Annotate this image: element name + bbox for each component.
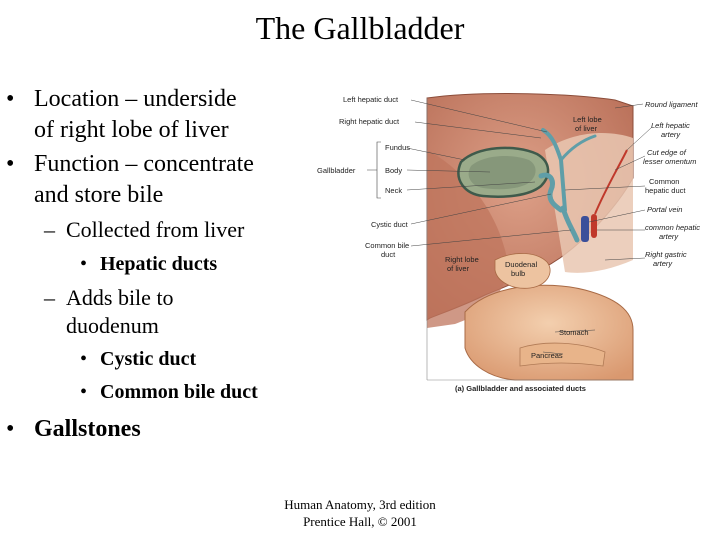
label-common-hepatic-artery-2: artery bbox=[659, 232, 679, 241]
slide-footer: Human Anatomy, 3rd edition Prentice Hall… bbox=[255, 496, 465, 530]
common-bile-duct-shape bbox=[560, 205, 580, 243]
label-fundus: Fundus bbox=[385, 143, 410, 152]
gallbladder-anatomy-figure: Left hepatic duct Right hepatic duct Fun… bbox=[315, 90, 720, 400]
leader-stomach bbox=[554, 329, 596, 333]
bullet-function: • Function – concentrate and store bile bbox=[6, 151, 254, 208]
label-body: Body bbox=[385, 166, 402, 175]
leader-left-hepatic-artery bbox=[626, 127, 652, 151]
leader-cystic bbox=[410, 193, 552, 225]
label-right-gastric-2: artery bbox=[653, 259, 673, 268]
pancreas-shape bbox=[519, 342, 606, 367]
label-common-bile-duct-1: Common bile bbox=[365, 241, 409, 250]
leader-right-gastric bbox=[604, 257, 646, 261]
label-common-hepatic-duct-2: hepatic duct bbox=[645, 186, 686, 195]
duodenal-bulb-shape bbox=[494, 253, 551, 289]
gallbladder-inner-shape bbox=[468, 156, 536, 190]
bullet-dot: • bbox=[6, 151, 15, 177]
label-cystic-duct: Cystic duct bbox=[371, 220, 409, 229]
figure-caption: (a) Gallbladder and associated ducts bbox=[455, 384, 586, 393]
sub-sub-bullet-cystic-duct: • Cystic duct bbox=[80, 345, 196, 373]
label-neck: Neck bbox=[385, 186, 402, 195]
stomach-shape bbox=[464, 284, 634, 381]
label-common-hepatic-artery-1: common hepatic bbox=[645, 223, 700, 232]
label-gallbladder: Gallbladder bbox=[317, 166, 356, 175]
bullet-location: • Location – underside of right lobe of … bbox=[6, 86, 237, 143]
leader-body bbox=[406, 169, 491, 173]
bullet-dash: – bbox=[44, 285, 55, 310]
footer-line-2: Prentice Hall, © 2001 bbox=[303, 514, 417, 529]
label-left-hepatic-artery-2: artery bbox=[661, 130, 681, 139]
left-hepatic-artery-shape bbox=[594, 149, 628, 215]
leader-neck bbox=[406, 181, 536, 191]
leader-round-ligament bbox=[614, 103, 644, 109]
hepatic-artery-shape bbox=[591, 214, 597, 238]
label-right-gastric-1: Right gastric bbox=[645, 250, 687, 259]
label-portal-vein: Portal vein bbox=[647, 205, 682, 214]
label-cut-edge-1: Cut edge of bbox=[647, 148, 687, 157]
leader-common-hepatic-duct bbox=[564, 185, 646, 191]
label-stomach: Stomach bbox=[559, 328, 589, 337]
sub-sub-bullet-common-bile-duct: • Common bile duct bbox=[80, 378, 258, 406]
label-right-lobe-2: of liver bbox=[447, 264, 470, 273]
leader-common-bile bbox=[410, 229, 572, 247]
leader-portal-vein bbox=[588, 209, 646, 223]
label-right-hepatic-duct: Right hepatic duct bbox=[339, 117, 400, 126]
label-duodenal-bulb-1: Duodenal bbox=[505, 260, 537, 269]
lesser-omentum-shape bbox=[545, 133, 633, 273]
label-pancreas: Pancreas bbox=[531, 351, 563, 360]
label-left-lobe-2: of liver bbox=[575, 124, 598, 133]
left-hepatic-duct-shape bbox=[559, 134, 597, 162]
label-cut-edge-2: lesser omentum bbox=[643, 157, 696, 166]
bullet-dot: • bbox=[6, 86, 15, 112]
leader-cut-edge bbox=[614, 155, 646, 171]
label-common-bile-duct-2: duct bbox=[381, 250, 396, 259]
leader-fundus bbox=[406, 147, 466, 161]
leader-pancreas bbox=[542, 351, 564, 355]
label-left-hepatic-artery-1: Left hepatic bbox=[651, 121, 690, 130]
sub-bullet-adds-bile: – Adds bile to duodenum bbox=[44, 285, 174, 338]
bullet-gallstones: • Gallstones bbox=[6, 414, 141, 445]
leader-left-hepatic bbox=[410, 99, 548, 133]
label-round-ligament: Round ligament bbox=[645, 100, 698, 109]
cystic-duct-shape bbox=[538, 172, 564, 213]
portal-vein-shape bbox=[581, 216, 589, 242]
label-right-lobe-1: Right lobe bbox=[445, 255, 479, 264]
bullet-dot: • bbox=[80, 381, 88, 403]
anatomy-illustration: Left hepatic duct Right hepatic duct Fun… bbox=[317, 93, 700, 393]
bullet-dot: • bbox=[6, 416, 15, 442]
footer-line-1: Human Anatomy, 3rd edition bbox=[284, 497, 436, 512]
sub-sub-bullet-hepatic-ducts: • Hepatic ducts bbox=[80, 250, 217, 278]
bullet-dot: • bbox=[80, 253, 88, 275]
label-left-hepatic-duct: Left hepatic duct bbox=[343, 95, 399, 104]
right-lobe-shape bbox=[427, 150, 508, 328]
label-left-lobe-1: Left lobe bbox=[573, 115, 602, 124]
slide-title: The Gallbladder bbox=[255, 10, 465, 46]
leader-right-hepatic bbox=[414, 121, 542, 139]
bullet-dash: – bbox=[44, 217, 55, 242]
bullet-dot: • bbox=[80, 348, 88, 370]
sub-bullet-collected: – Collected from liver bbox=[44, 217, 245, 242]
label-common-hepatic-duct-1: Common bbox=[649, 177, 679, 186]
label-duodenal-bulb-2: bulb bbox=[511, 269, 525, 278]
gallbladder-bracket bbox=[376, 141, 381, 199]
